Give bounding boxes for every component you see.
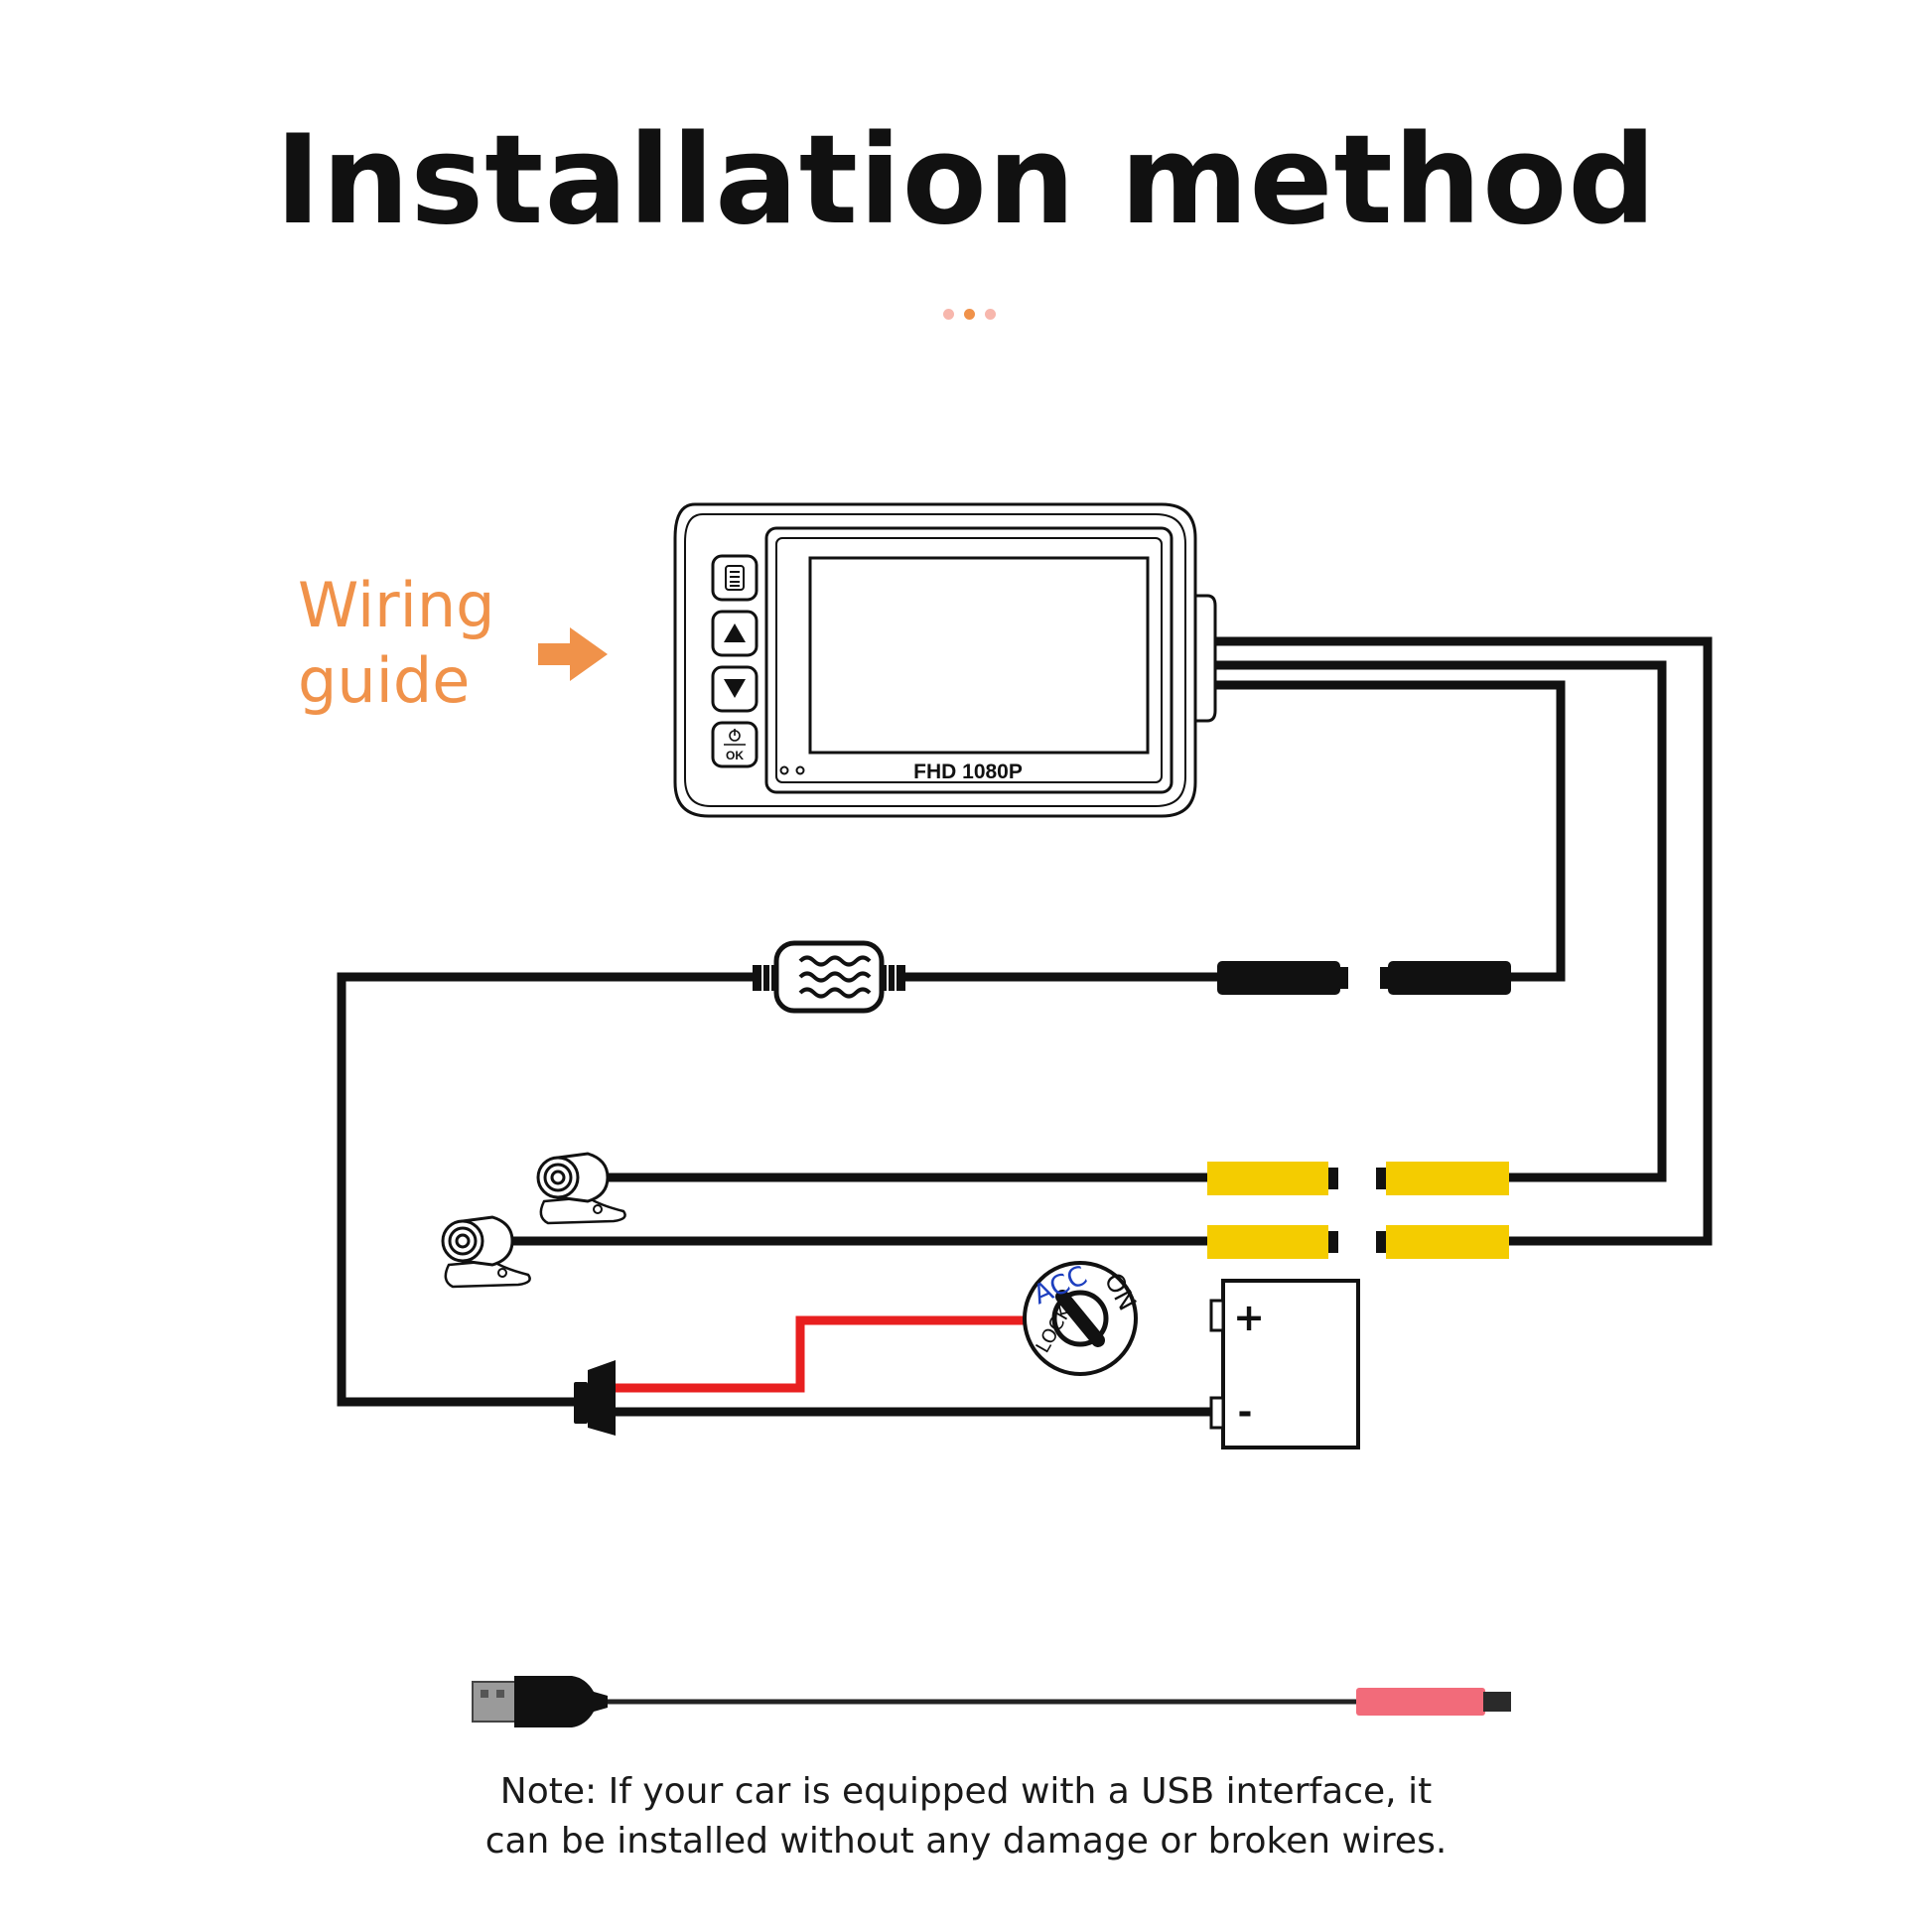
camera-connector-pair-1 [1207, 1162, 1509, 1195]
power-icon [724, 729, 746, 746]
usb-cable [472, 1676, 1511, 1727]
usb-note: Note: If your car is equipped with a USB… [0, 1767, 1932, 1866]
battery-icon [1209, 1279, 1360, 1449]
cable-rear-cam-1 [1215, 660, 1667, 1182]
power-connector-pair [1217, 961, 1511, 995]
dot-middle [964, 309, 975, 320]
usb-note-line1: Note: If your car is equipped with a USB… [499, 1771, 1433, 1812]
up-arrow-icon [724, 623, 746, 642]
camera-connector-pair-2 [1207, 1225, 1509, 1259]
down-arrow-icon [724, 679, 746, 698]
fuse-icon [753, 940, 905, 1014]
dot-right [985, 309, 996, 320]
rear-camera-icon [441, 1215, 531, 1289]
page-title: Installation method [274, 109, 1658, 252]
wiring-guide-line2: guide [298, 644, 471, 717]
decorative-dots [943, 309, 996, 320]
device-screen [808, 556, 1150, 755]
power-plug-connector [574, 1360, 616, 1436]
wiring-guide-line1: Wiring [298, 569, 495, 641]
battery-plus-label: + [1233, 1296, 1265, 1339]
rear-camera-icon [536, 1152, 626, 1225]
power-ok-button[interactable]: OK [711, 721, 759, 768]
usb-plug-icon [472, 1676, 608, 1727]
dashcam-device [673, 502, 1217, 818]
menu-icon [725, 565, 745, 591]
ok-label: OK [726, 749, 744, 762]
up-button[interactable] [711, 610, 759, 657]
battery-minus-label: - [1238, 1392, 1253, 1433]
wiring-guide-label: Wiring guide [298, 568, 495, 719]
screen-label: FHD 1080P [913, 760, 1023, 783]
cable-rear-cam-2 [1215, 636, 1713, 1246]
right-arrow-icon [538, 627, 608, 681]
rear-camera-wires [506, 1173, 1207, 1246]
dot-left [943, 309, 954, 320]
usb-pink-sleeve [1356, 1688, 1485, 1716]
menu-button[interactable] [711, 554, 759, 602]
usb-barrel-tip [1483, 1692, 1511, 1712]
ignition-wire-red [616, 1315, 1027, 1393]
cable-power [1215, 680, 1566, 982]
ignition-key-icon [1023, 1261, 1138, 1376]
power-wire [337, 972, 1217, 1407]
usb-note-line2: can be installed without any damage or b… [484, 1821, 1448, 1862]
device-cables [1215, 636, 1713, 1246]
down-button[interactable] [711, 665, 759, 713]
